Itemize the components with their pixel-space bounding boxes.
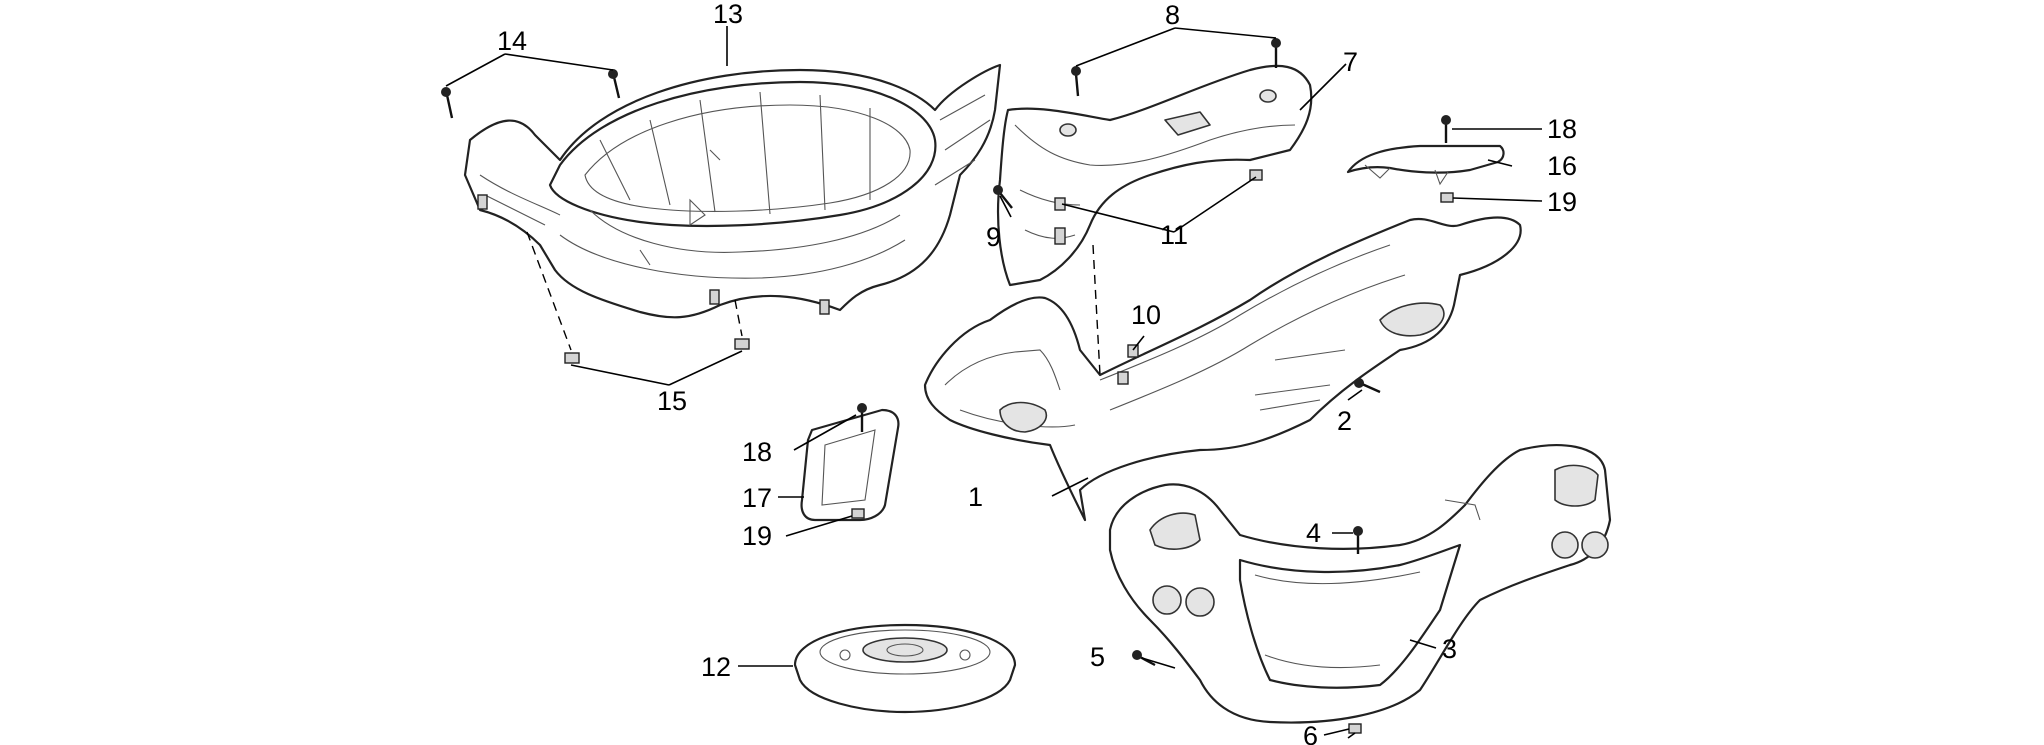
callout-18-top: 18 xyxy=(1547,114,1577,144)
part-12-round-cap xyxy=(793,623,1017,714)
part-1-handlebar-body xyxy=(923,216,1522,522)
callout-5: 5 xyxy=(1090,642,1105,672)
screw-2 xyxy=(1354,378,1381,394)
callout-10: 10 xyxy=(1131,300,1161,330)
part-16-top-trim xyxy=(1346,144,1505,186)
callout-17: 17 xyxy=(742,483,772,513)
callout-11: 11 xyxy=(1160,220,1188,250)
callout-19-bracket: 19 xyxy=(742,521,772,551)
clip-6 xyxy=(1348,723,1362,734)
screw-4 xyxy=(1353,526,1363,554)
part-17-bracket xyxy=(800,408,900,522)
callout-19-top: 19 xyxy=(1547,187,1577,217)
callout-16: 16 xyxy=(1547,151,1577,181)
part-3-front-cover xyxy=(1108,444,1612,724)
callout-13: 13 xyxy=(713,0,743,29)
part-7-upper-cover xyxy=(996,64,1313,287)
callout-2: 2 xyxy=(1337,406,1352,436)
callout-18-bracket: 18 xyxy=(742,437,772,467)
clip-19-top xyxy=(1440,192,1454,203)
callout-9: 9 xyxy=(986,222,1001,252)
screw-18-top xyxy=(1441,115,1451,143)
callout-1: 1 xyxy=(968,482,983,512)
callout-14: 14 xyxy=(497,26,527,56)
callout-6: 6 xyxy=(1303,721,1318,745)
screw-5 xyxy=(1132,650,1156,667)
callout-numbers: 13 14 15 8 7 9 11 10 2 1 18 16 19 18 17 … xyxy=(497,0,1577,745)
leader-lines xyxy=(445,26,1543,739)
screw-14-left xyxy=(441,87,454,119)
guide-line-10 xyxy=(1092,244,1101,376)
clip-15-left xyxy=(564,352,580,364)
callout-8: 8 xyxy=(1165,0,1180,30)
screw-8-left xyxy=(1071,66,1081,97)
clip-15-right xyxy=(734,338,750,350)
screw-8-right xyxy=(1271,38,1281,68)
part-13-inner-shield xyxy=(463,63,1002,319)
callout-7: 7 xyxy=(1343,47,1358,77)
screw-18-bracket xyxy=(857,403,867,432)
callout-12: 12 xyxy=(701,652,731,682)
callout-15: 15 xyxy=(657,386,687,416)
screw-9 xyxy=(993,185,1013,209)
clip-19-bracket xyxy=(851,508,865,519)
callout-3: 3 xyxy=(1442,634,1457,664)
callout-4: 4 xyxy=(1306,518,1321,548)
screw-14-right xyxy=(608,69,621,99)
